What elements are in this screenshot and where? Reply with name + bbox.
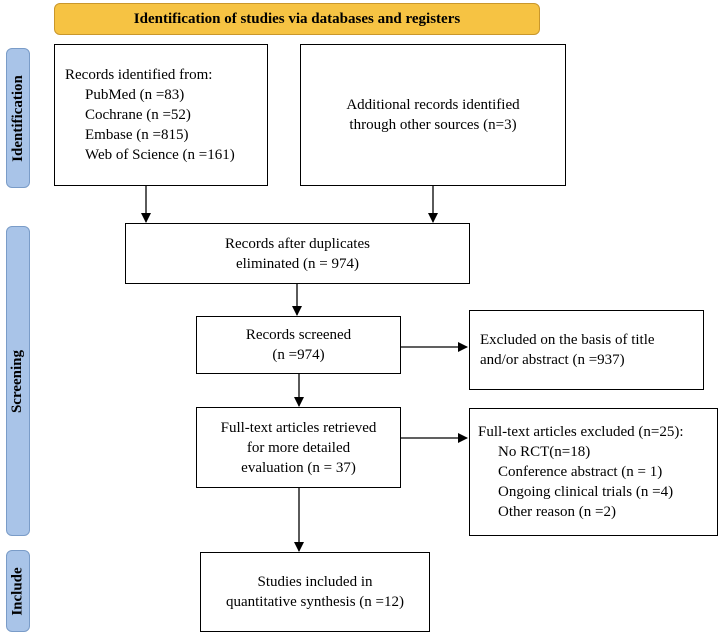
excluded-title-line: Excluded on the basis of title <box>480 332 655 348</box>
records-identified-item: Embase (n =815) <box>85 127 189 143</box>
after-duplicates-box: Records after duplicates eliminated (n =… <box>125 223 470 284</box>
after-duplicates-line: Records after duplicates <box>225 235 370 252</box>
full-text-excluded-item: Other reason (n =2) <box>498 504 617 520</box>
records-identified-item: PubMed (n =83) <box>85 87 185 103</box>
stage-identification: Identification <box>6 48 30 188</box>
full-text-excluded-title: Full-text articles excluded (n=25): <box>478 424 684 440</box>
full-text-excluded-item: Ongoing clinical trials (n =4) <box>498 484 674 500</box>
additional-records-line: through other sources (n=3) <box>349 117 517 133</box>
full-text-excluded-item: No RCT(n=18) <box>498 444 591 460</box>
records-screened-box: Records screened (n =974) <box>196 316 401 374</box>
studies-included-box: Studies included in quantitative synthes… <box>200 552 430 632</box>
full-text-excluded-box: Full-text articles excluded (n=25): No R… <box>469 408 718 536</box>
header-title: Identification of studies via databases … <box>133 10 461 27</box>
records-identified-box: Records identified from: PubMed (n =83) … <box>54 44 268 186</box>
studies-included-line: Studies included in <box>257 574 373 590</box>
additional-records-box: Additional records identified through ot… <box>300 44 566 186</box>
full-text-retrieved-line: evaluation (n = 37) <box>241 459 356 476</box>
full-text-retrieved-box: Full-text articles retrieved for more de… <box>196 407 401 488</box>
records-identified-item: Web of Science (n =161) <box>85 147 235 163</box>
studies-included-line: quantitative synthesis (n =12) <box>225 594 404 610</box>
records-identified-item: Cochrane (n =52) <box>85 107 191 123</box>
records-identified-title: Records identified from: <box>65 67 213 83</box>
excluded-title-line: and/or abstract (n =937) <box>480 352 625 368</box>
excluded-title-box: Excluded on the basis of title and/or ab… <box>469 310 704 390</box>
header-banner: Identification of studies via databases … <box>54 3 540 35</box>
records-screened-line: (n =974) <box>272 347 325 363</box>
full-text-retrieved-line: for more detailed <box>246 439 351 456</box>
stage-screening: Screening <box>6 226 30 536</box>
stage-include: Include <box>6 550 30 632</box>
additional-records-line: Additional records identified <box>346 97 520 113</box>
full-text-retrieved-line: Full-text articles retrieved <box>220 419 377 436</box>
records-screened-line: Records screened <box>245 327 352 343</box>
full-text-excluded-item: Conference abstract (n = 1) <box>498 464 663 480</box>
after-duplicates-line: eliminated (n = 974) <box>235 255 359 272</box>
